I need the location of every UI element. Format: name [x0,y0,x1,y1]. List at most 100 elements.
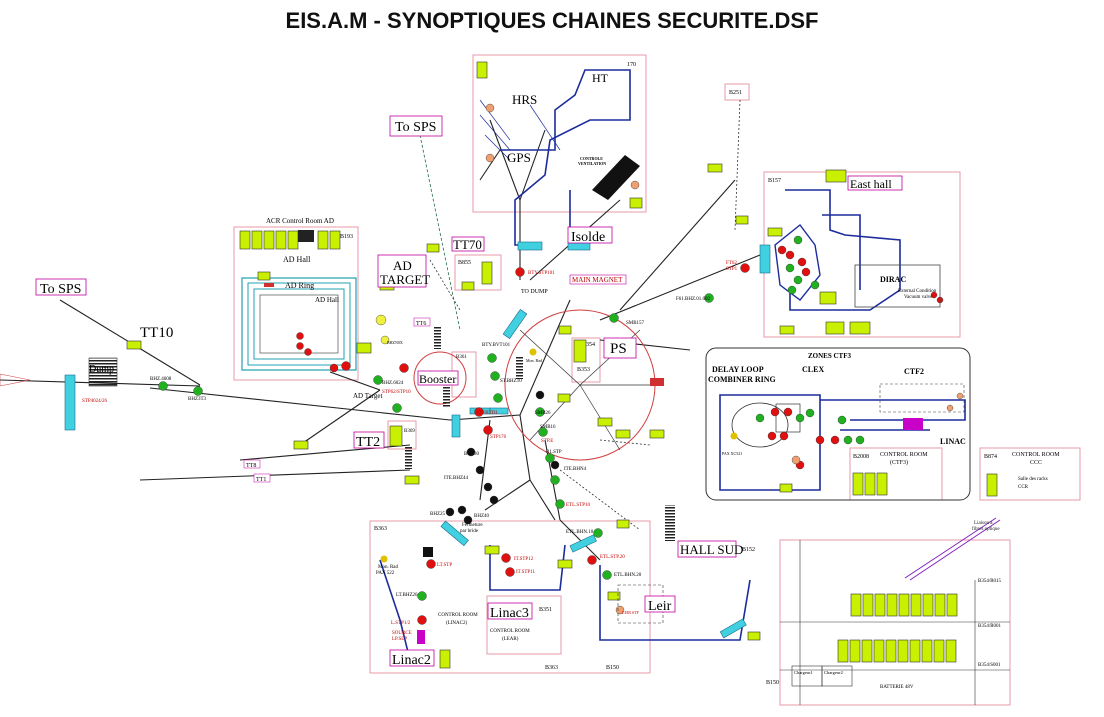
tag-stp4: STP4024/26 [82,399,108,404]
label-ad-target-line1: AD [393,258,412,273]
label-hrs: HRS [512,92,537,107]
label-b150b: B150 [766,680,779,686]
label-ad-hall-small: AD Hall [315,296,339,304]
label-controle-ventilation: CONTROLE VENTILATION [578,156,606,166]
label-pax-ctf: PAX XC521 [722,451,742,456]
label-to-dump: TO DUMP [521,289,548,295]
tag-smb16: SMB16 [540,425,556,430]
tag-itstp12: IT.STP12 [514,557,534,562]
label-linac3: Linac3 [490,606,529,621]
tag-f61: F61.BHZ.01.602 [676,297,711,302]
tag-bhz25: BHZ25 [430,512,446,517]
label-linac-ctf: LINAC [940,437,966,446]
label-b354: 354 [586,342,595,348]
zone-ccc [779,539,1011,706]
tag-ltstp: LT.STP [437,563,452,568]
tag-stbhz: ST.BHZ10 [500,379,522,384]
label-linac2: Linac2 [392,653,431,668]
tag-lstp: L.STP1/2 [391,621,411,626]
label-ps: PS [610,341,627,357]
label-tt2: TT2 [356,435,380,450]
label-source-line1: SOURCE [392,631,412,636]
label-chargeur1: Chargeur1 [794,670,813,675]
label-ctf2: CTF2 [904,367,924,376]
label-control-room-ctf3-line2: (CTF3) [890,459,908,466]
label-b363b: B363 [545,665,558,671]
label-hall-sud: HALL SUD [680,542,743,557]
zone-b369 [387,420,417,450]
label-booster: Booster [419,372,456,386]
label-external-condition-line1: External Condition [898,289,937,294]
label-control-room-ctf3: CONTROL ROOM (CTF3) [880,452,929,466]
label-isolde: Isolde [571,230,605,245]
label-control-room-ccc-line2: CCC [1030,460,1042,466]
label-leir: Leir [648,599,672,614]
zone-b351 [486,595,562,655]
label-b353: B353 [577,367,590,373]
tag-stpbtd: STP.BTD1 [476,411,498,416]
label-b152: B152 [742,547,755,553]
label-b855: B855 [458,260,471,266]
label-salle-racks-line1: Salle des racks [1018,477,1048,482]
label-b351: B351 [539,607,552,613]
tag-stp-top: BTY.STP101 [528,271,555,276]
label-batterie: BATTERIE 48V [880,685,914,690]
tag-etlstp10: ETL.STP10 [566,503,591,508]
label-to-sps-top: To SPS [395,120,436,135]
tag-stp176: STP176 [490,435,507,440]
tag-itstp11: IT.STP11 [516,570,536,575]
label-liaison-fibres-line1: Liaison a [974,521,993,526]
tag-bhz3t3: BHZ3T3 [188,397,207,402]
label-fermeture-line1: Fermeture [462,523,483,528]
label-salle-racks: Salle des racks CCR [1018,477,1049,490]
tag-ite: ITE.BHZ44 [444,476,469,481]
label-control-room-ctf3-line1: CONTROL ROOM [880,452,928,458]
label-b2008: B2008 [853,454,869,460]
label-external-condition: External Condition Vacuum valve [898,289,937,300]
tag-smb157: SMB157 [626,321,645,326]
label-external-condition-line2: Vacuum valve [904,295,933,300]
zone-b251 [724,83,750,101]
zone-isolde [472,54,647,213]
label-ad-hall: AD Hall [283,255,311,264]
label-mon-rad: Mon. Rad [526,358,542,363]
label-b874: B874 [984,454,997,460]
tag-etlbhn20: ETL.BHN.20 [614,573,642,578]
label-control-room-linac2: CONTROL ROOM (LINAC2) [438,613,479,626]
label-control-room-lear: CONTROL ROOM (LEAR) [490,629,531,642]
label-control-room-ccc: CONTROL ROOM CCC [1012,452,1061,466]
label-combiner-ring: COMBINER RING [708,375,776,384]
tag-bhz4608: BHZ.4608 [150,377,172,382]
label-chargeur2: Chargeur2 [824,670,843,675]
label-source-line2: LP.SLP [392,637,407,642]
zone-ad-hall [233,226,359,381]
zone-ctf3 [705,347,971,501]
tag-bhz30: BHZ30 [464,452,480,457]
label-ad-target-line2: TARGET [380,272,430,287]
label-control-room-linac2-line1: CONTROL ROOM [438,613,478,618]
label-tt8: TT8 [246,463,256,469]
label-salle-racks-line2: CCR [1018,485,1029,490]
label-control-room-lear-line1: CONTROL ROOM [490,629,530,634]
label-b354-s001: B354/S001 [978,663,1001,668]
label-controle-ventilation-line1: CONTROLE [580,156,603,161]
label-b361: B361 [456,355,467,360]
label-ad-ring: AD Ring [285,281,314,290]
tag-b1stp: B1.STP [546,450,562,455]
dump-block [88,357,118,387]
label-to-sps-left: To SPS [40,282,81,297]
tag-stp62: STP62/STP10 [382,390,411,395]
label-liaison-fibres: Liaison a fibres optique [972,521,1000,532]
label-east-hall: East hall [850,177,892,191]
tag-bhz40: BHZ40 [474,514,490,519]
zone-b874 [979,447,1081,501]
tag-bhznx: BHZN0X [387,340,403,345]
label-b157: B157 [768,178,781,184]
tag-ftstp: FT62 STP1 [726,261,738,272]
label-ht: HT [592,71,609,85]
label-gps: GPS [507,150,531,165]
tag-bty: BTY.BVT101 [482,343,511,348]
label-mon-rad-pax-line1: Mon. Rad [378,565,399,570]
label-tt1: TT1 [256,477,266,483]
